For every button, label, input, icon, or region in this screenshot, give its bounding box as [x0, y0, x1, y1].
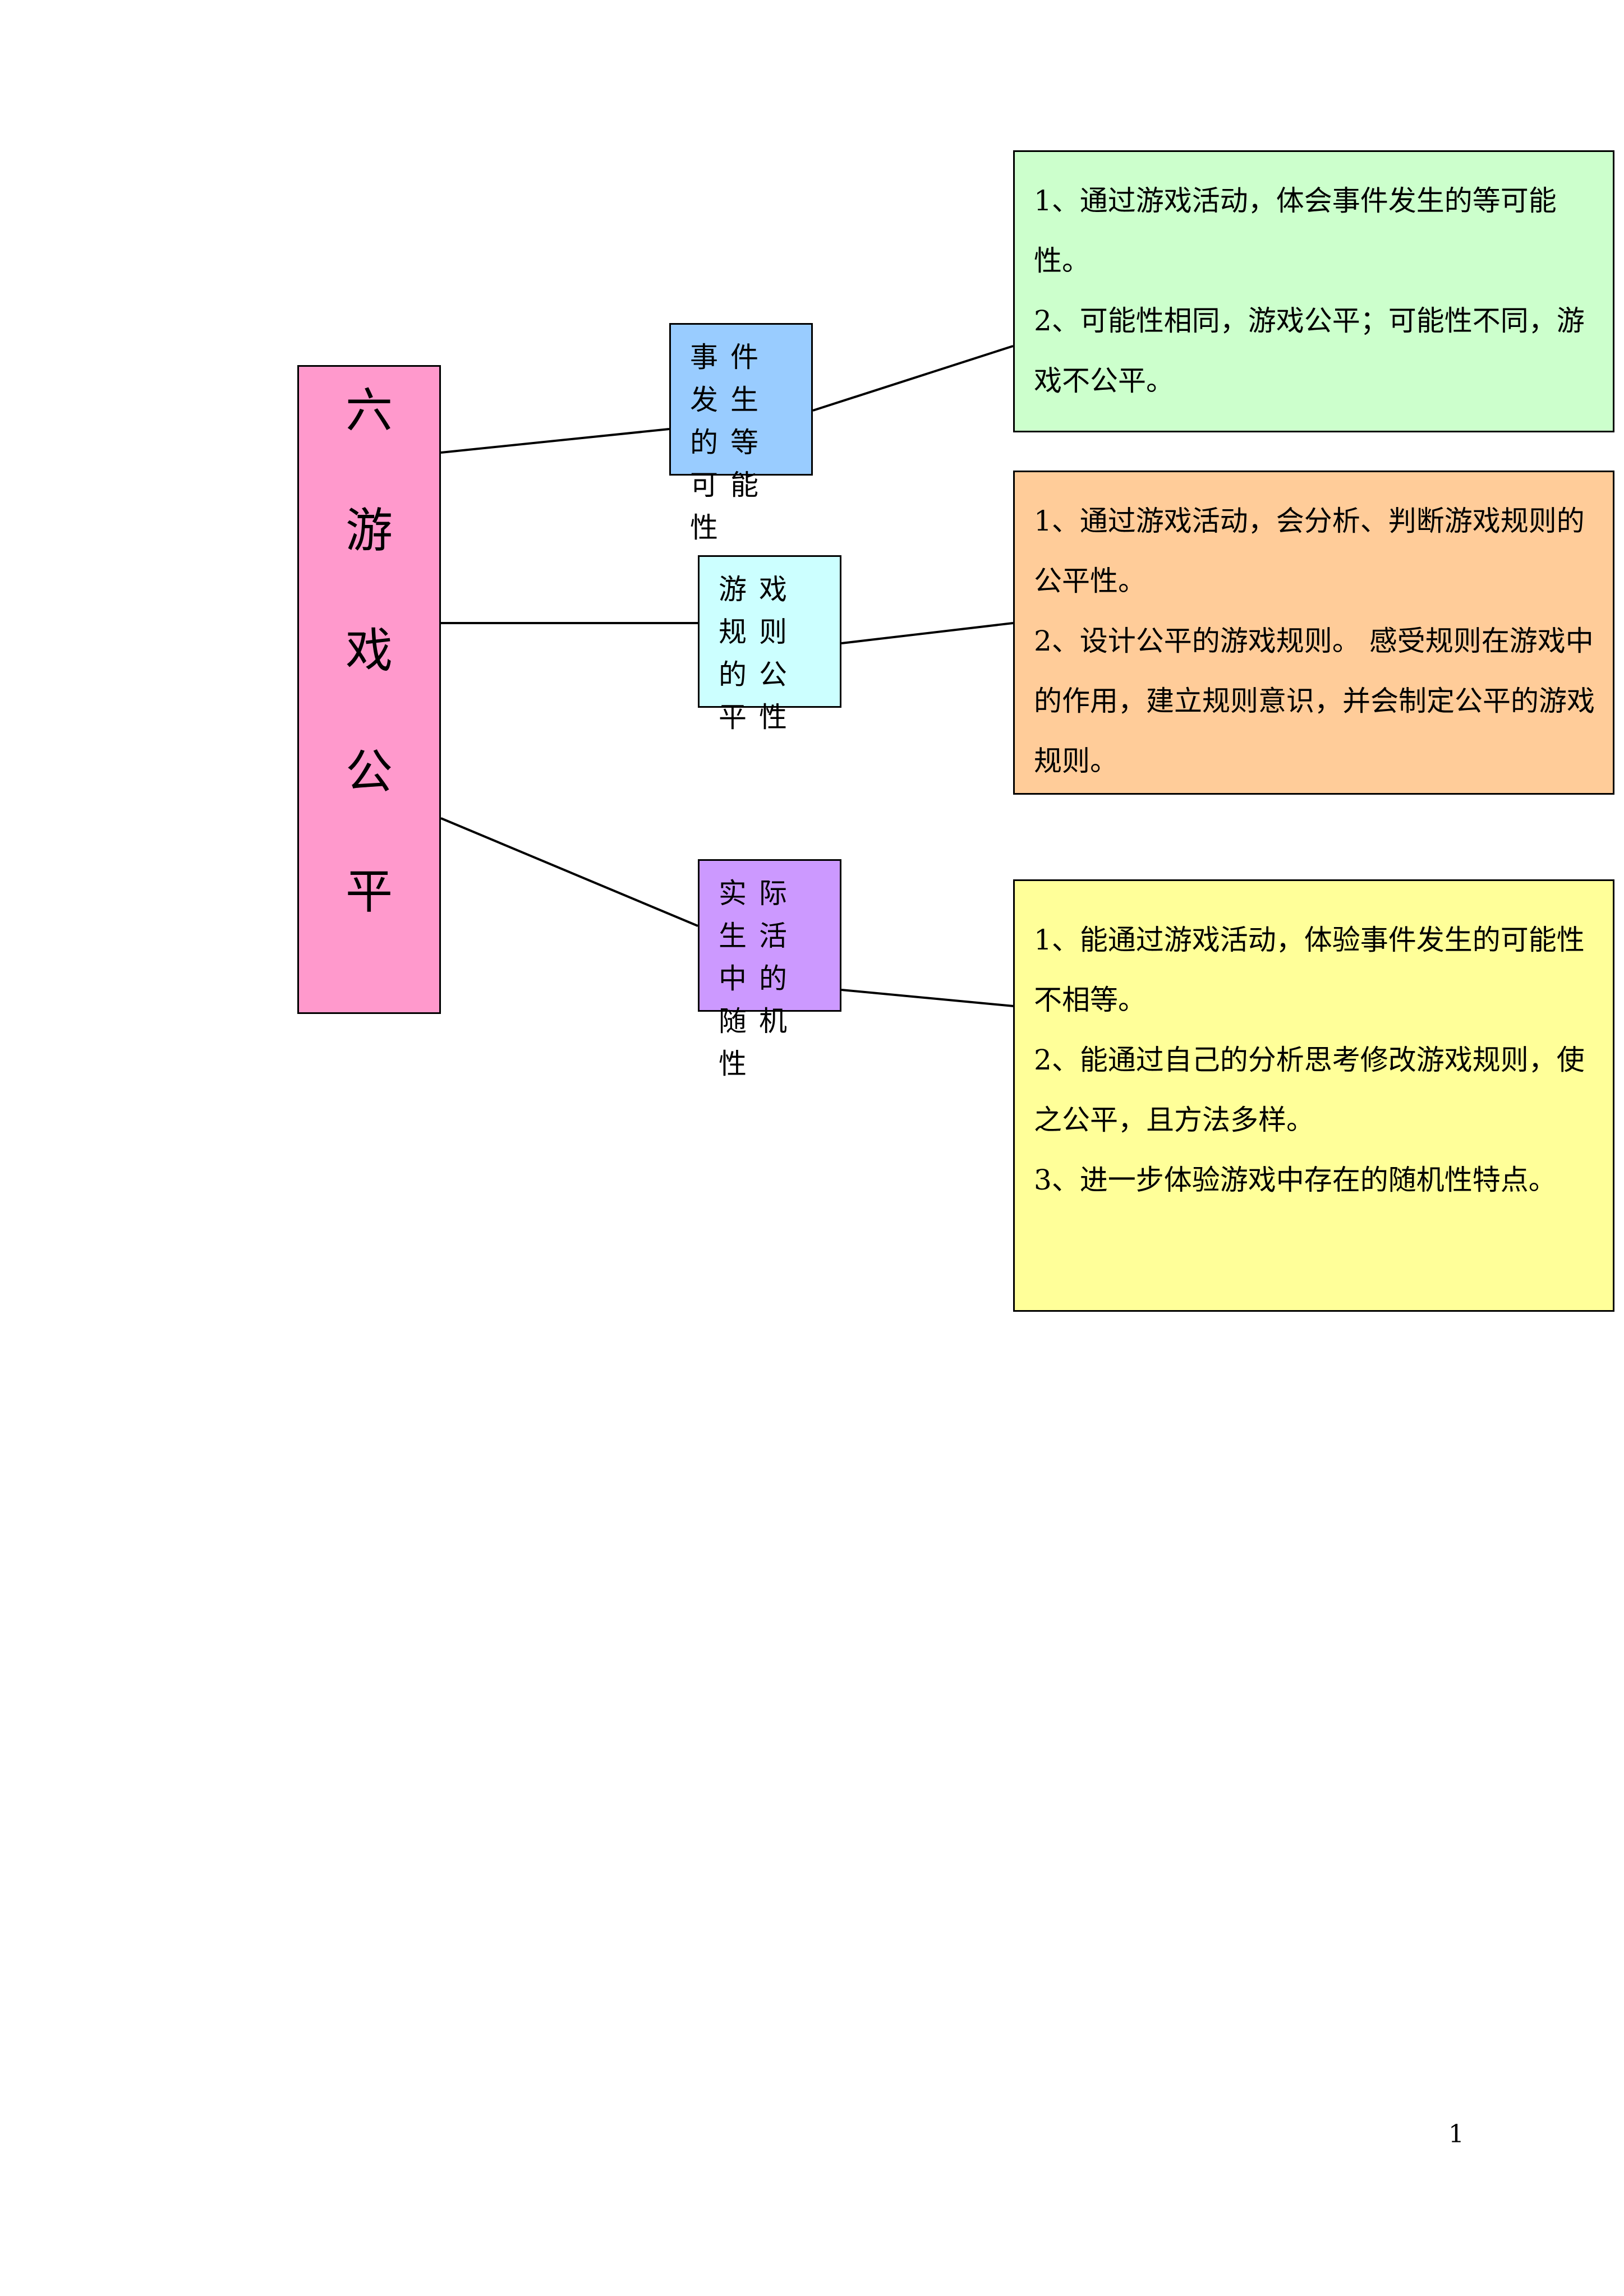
root-title-char: 游 [345, 503, 393, 558]
root-title-char: 六 [345, 383, 393, 438]
detail-box-3: 1、能通过游戏活动，体验事件发生的可能性不相等。 2、能通过自己的分析思考修改游… [1013, 879, 1614, 1312]
detail-box-1: 1、通过游戏活动，体会事件发生的等可能性。 2、可能性相同，游戏公平；可能性不同… [1013, 150, 1614, 432]
root-node: 六 游 戏 公 平 [297, 365, 441, 1014]
detail-box-2: 1、通过游戏活动，会分析、判断游戏规则的公平性。 2、设计公平的游戏规则。 感受… [1013, 471, 1614, 795]
branch-node-1: 事件发生的等可能性 [669, 323, 813, 544]
detail-item: 2、能通过自己的分析思考修改游戏规则，使之公平，且方法多样。 [1034, 1044, 1585, 1136]
connector-branch-1-to-detail-1 [812, 345, 1014, 412]
detail-item: 1、能通过游戏活动，体验事件发生的可能性不相等。 [1034, 924, 1585, 1016]
detail-item: 3、进一步体验游戏中存在的随机性特点。 [1034, 1164, 1557, 1196]
connector-branch-2-to-detail-2 [841, 622, 1014, 644]
branch-label: 游戏规则的公平性 [719, 573, 799, 734]
root-title: 六 游 戏 公 平 [299, 367, 439, 1012]
detail-item: 2、设计公平的游戏规则。 感受规则在游戏中的作用，建立规则意识，并会制定公平的游… [1034, 625, 1595, 777]
detail-item: 1、通过游戏活动，会分析、判断游戏规则的公平性。 [1034, 505, 1585, 597]
root-title-char: 公 [345, 744, 393, 799]
connector-root-to-branch-1 [440, 428, 670, 454]
branch-label: 事件发生的等可能性 [690, 341, 771, 544]
branch-label: 实际生活中的随机性 [719, 877, 799, 1080]
branch-node-3: 实际生活中的随机性 [698, 859, 841, 1080]
connector-root-to-branch-3 [440, 817, 698, 927]
page-number: 1 [1448, 2120, 1464, 2149]
branch-node-2: 游戏规则的公平性 [698, 555, 841, 734]
root-title-char: 戏 [345, 623, 393, 678]
detail-item: 1、通过游戏活动，体会事件发生的等可能性。 [1034, 185, 1557, 277]
connector-branch-3-to-detail-3 [841, 989, 1044, 1010]
root-title-char: 平 [345, 864, 393, 919]
detail-item: 2、可能性相同，游戏公平；可能性不同，游戏不公平。 [1034, 305, 1585, 397]
